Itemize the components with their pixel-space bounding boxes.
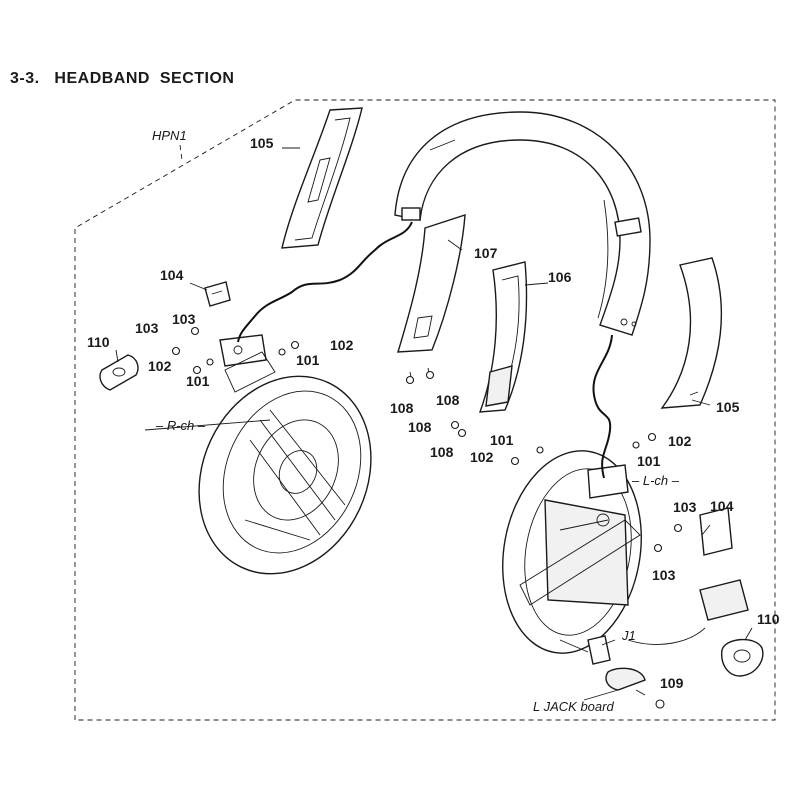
callout-102: 102 <box>668 433 692 449</box>
callout-102: 102 <box>330 337 354 353</box>
callout-102: 102 <box>148 358 172 374</box>
callout-103: 103 <box>673 499 697 515</box>
section-title: 3-3. HEADBAND SECTION <box>10 70 235 87</box>
screws <box>171 326 683 709</box>
part-110-pad-r <box>99 354 139 391</box>
callout-106: 106 <box>548 269 572 285</box>
callout-104: 104 <box>160 267 184 283</box>
jack-board <box>559 635 646 691</box>
headband <box>394 111 651 336</box>
callout-101: 101 <box>637 453 661 469</box>
callout-103: 103 <box>135 320 159 336</box>
part-106-slider <box>478 261 528 413</box>
cable-right <box>237 221 413 343</box>
callout-110: 110 <box>757 611 780 627</box>
callout-105: 105 <box>716 399 740 415</box>
leader-lines <box>115 147 753 701</box>
callout-108: 108 <box>430 444 454 460</box>
callout-108: 108 <box>390 400 414 416</box>
r-hinge <box>204 281 267 367</box>
part-105-left-cover <box>281 107 363 249</box>
part-105-right-cover <box>660 257 723 409</box>
assembly-label-hpn1: HPN1 <box>152 128 187 143</box>
callout-101: 101 <box>296 352 320 368</box>
callout-104: 104 <box>710 498 734 514</box>
callout-101: 101 <box>490 432 514 448</box>
callout-101: 101 <box>186 373 210 389</box>
callout-110: 110 <box>87 334 110 350</box>
cable-left <box>592 334 613 479</box>
jack-board-label: L JACK board <box>533 699 614 714</box>
callout-107: 107 <box>474 245 498 261</box>
callout-102: 102 <box>470 449 494 465</box>
callout-103: 103 <box>652 567 676 583</box>
r-ch-label: – R-ch – <box>155 418 206 433</box>
callout-108: 108 <box>408 419 432 435</box>
callout-103: 103 <box>172 311 196 327</box>
l-hinge <box>587 464 749 621</box>
l-ch-label: – L-ch – <box>631 473 680 488</box>
callout-109: 109 <box>660 675 684 691</box>
callout-105: 105 <box>250 135 274 151</box>
part-110-pad-l <box>721 638 764 677</box>
assembly-boundary <box>74 99 776 721</box>
r-ch-earcup <box>198 351 372 575</box>
callout-108: 108 <box>436 392 460 408</box>
l-ch-earcup <box>502 450 642 654</box>
jack-j1-label: J1 <box>621 628 636 643</box>
part-107-slider <box>397 214 466 383</box>
